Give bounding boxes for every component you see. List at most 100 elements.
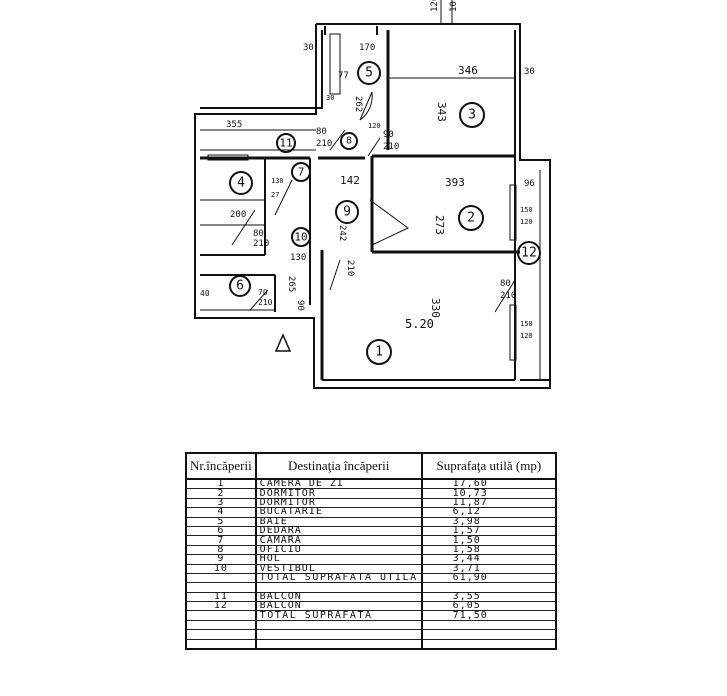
cell-area xyxy=(420,639,558,651)
cell-area xyxy=(420,629,558,640)
dim-210-f: 210 xyxy=(258,298,273,307)
dim-90: 90 xyxy=(383,130,394,140)
dim-27: 27 xyxy=(271,191,279,199)
cell-destination: VESTIBUL xyxy=(254,563,423,574)
cell-destination xyxy=(254,582,423,593)
room-number-8: 8 xyxy=(346,136,352,147)
cell-area: 11,87 xyxy=(420,497,558,509)
cell-room-number: 7 xyxy=(185,535,257,546)
dim-210-b: 210 xyxy=(383,142,399,152)
table-row xyxy=(185,620,558,631)
dim-343: 343 xyxy=(435,102,448,122)
dim-120-mid: 120 xyxy=(368,122,381,130)
table-row xyxy=(185,582,558,593)
cell-room-number: 2 xyxy=(185,488,257,499)
cell-room-number: 5 xyxy=(185,516,257,527)
dim-242: 242 xyxy=(337,225,347,241)
dim-30-top: 30 xyxy=(303,43,314,53)
dim-330: 330 xyxy=(429,298,442,318)
cell-destination: BALCON xyxy=(254,601,423,612)
cell-destination: TOTAL SUPRAFATA UTILA xyxy=(254,572,423,584)
cell-area: 6,12 xyxy=(420,507,558,518)
dim-355: 355 xyxy=(226,120,242,130)
cell-room-number xyxy=(185,639,257,651)
cell-destination: BUCATARIE xyxy=(254,507,423,518)
room-number-6: 6 xyxy=(236,279,244,294)
dim-40: 40 xyxy=(200,289,210,298)
dim-96: 96 xyxy=(524,179,535,189)
dim-70: 70 xyxy=(258,288,268,297)
dim-210-d: 210 xyxy=(345,260,355,276)
table-row xyxy=(185,639,558,651)
dim-200: 200 xyxy=(230,210,246,220)
cell-destination: DORMITOR xyxy=(254,497,423,509)
cell-area: 61,90 xyxy=(420,572,558,584)
col-header-nr: Nr.încăperii xyxy=(185,452,257,480)
dim-30-small: 30 xyxy=(326,94,334,102)
cell-destination xyxy=(254,629,423,640)
dim-120-top: 120 xyxy=(520,218,533,226)
cell-area: 1,50 xyxy=(420,535,558,546)
dim-130-b: 130 xyxy=(290,253,306,263)
room-schedule-table: Nr.încăperii Destinaţia încăperii Supraf… xyxy=(185,452,558,682)
room-number-12: 12 xyxy=(521,246,537,261)
dim-120-low: 120 xyxy=(520,332,533,340)
dim-80-c: 80 xyxy=(500,279,511,289)
cell-area: 3,71 xyxy=(420,563,558,574)
cell-area: 3,98 xyxy=(420,516,558,527)
room-number-3: 3 xyxy=(468,108,476,123)
floor-plan: 1 2 3 4 5 6 7 8 9 10 11 12 120 10 30 170… xyxy=(194,0,551,389)
dim-265: 265 xyxy=(286,276,296,292)
cell-room-number: 4 xyxy=(185,507,257,518)
cell-room-number xyxy=(185,582,257,593)
cell-room-number: 10 xyxy=(185,563,257,574)
cell-destination xyxy=(254,639,423,651)
cell-room-number: 8 xyxy=(185,544,257,556)
dim-210-c: 210 xyxy=(253,239,269,249)
room-number-2: 2 xyxy=(467,211,475,226)
dim-210-e: 210 xyxy=(500,291,516,301)
cell-area xyxy=(420,620,558,631)
cell-room-number: 9 xyxy=(185,554,257,565)
cell-area: 17,60 xyxy=(420,479,558,490)
cell-room-number xyxy=(185,629,257,640)
cell-area: 10,73 xyxy=(420,488,558,499)
room-number-11: 11 xyxy=(279,137,292,150)
cell-destination: TOTAL SUPRAFATA xyxy=(254,610,423,621)
cell-destination: CAMERA DE ZI xyxy=(254,479,423,490)
cell-destination: DORMITOR xyxy=(254,488,423,499)
cell-area xyxy=(420,582,558,593)
table-header-row: Nr.încăperii Destinaţia încăperii Supraf… xyxy=(185,452,558,480)
cell-destination: OFICIU xyxy=(254,544,423,556)
cell-room-number: 12 xyxy=(185,601,257,612)
cell-room-number xyxy=(185,610,257,621)
col-header-area: Suprafaţa utilă (mp) xyxy=(420,452,558,480)
dim-130: 130 xyxy=(271,177,284,185)
dim-150-top: 150 xyxy=(520,206,533,214)
room-number-1: 1 xyxy=(375,345,383,360)
dim-150-low: 150 xyxy=(520,320,533,328)
room-number-4: 4 xyxy=(237,176,245,191)
room-number-9: 9 xyxy=(343,205,351,220)
cell-area: 3,55 xyxy=(420,591,558,603)
dim-210-a: 210 xyxy=(316,139,332,149)
cell-room-number: 11 xyxy=(185,591,257,603)
dim-30-right: 30 xyxy=(524,67,535,77)
dim-346: 346 xyxy=(458,64,478,77)
cell-destination: BALCON xyxy=(254,591,423,603)
cell-area: 1,58 xyxy=(420,544,558,556)
dim-90-b: 90 xyxy=(295,300,305,311)
cell-area: 3,44 xyxy=(420,554,558,565)
room-number-7: 7 xyxy=(298,166,305,179)
cell-area: 71,50 xyxy=(420,610,558,621)
